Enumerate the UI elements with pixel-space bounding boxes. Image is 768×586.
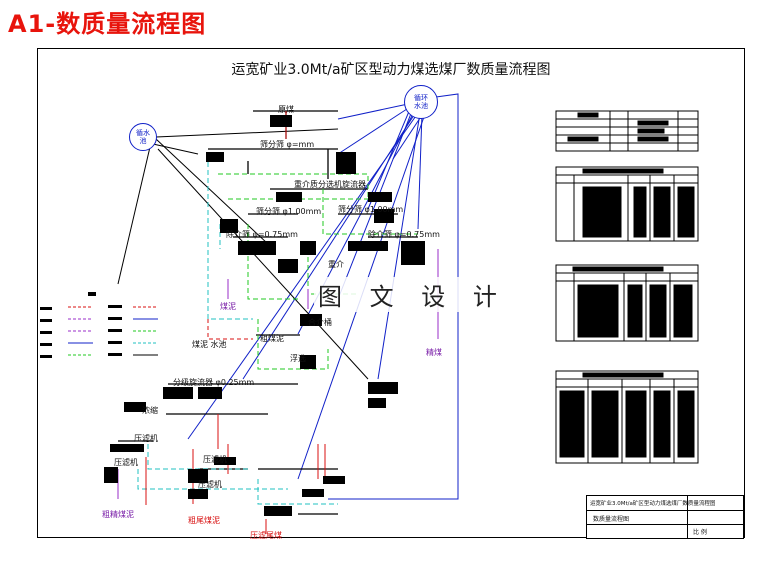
label-dry-a: 压滤机 <box>134 434 158 443</box>
circ-water-pool-left: 循水 池 <box>129 123 157 151</box>
output-coarse-tail-slime: 粗尾煤泥 <box>188 516 220 525</box>
title-block: 运宽矿业3.0Mt/a矿区型动力煤选煤厂数质量流程图 数质量流程图 比 例 <box>586 495 744 539</box>
label-pipe-b: 分级旋流器 φ0.25mm <box>173 378 255 387</box>
title-block-name: 运宽矿业3.0Mt/a矿区型动力煤选煤厂数质量流程图 <box>590 501 716 507</box>
data-table-2 <box>555 166 699 242</box>
watermark: 图 文 设 计 <box>314 277 511 312</box>
label-dry-d: 压滤机 <box>198 480 222 489</box>
legend <box>40 292 158 358</box>
label-slime: 煤泥 <box>220 302 236 311</box>
label-dry-b: 压滤机 <box>114 458 138 467</box>
label-float-a: 粗煤泥 <box>260 334 284 343</box>
drawing-frame: 运宽矿业3.0Mt/a矿区型动力煤选煤厂数质量流程图 <box>37 48 745 540</box>
output-filter-tail: 压滤尾煤 <box>250 531 282 540</box>
data-table-4 <box>555 370 699 464</box>
title-block-sub: 数质量流程图 <box>593 516 630 523</box>
data-table-3 <box>555 264 699 342</box>
legend-header <box>88 292 96 296</box>
blue-line <box>337 110 413 300</box>
drawing-title: 运宽矿业3.0Mt/a矿区型动力煤选煤厂数质量流程图 <box>231 62 551 78</box>
process-structure <box>118 110 418 515</box>
label-dense: 重介 <box>328 260 344 269</box>
output-coarse-clean-slime: 粗精煤泥 <box>102 510 134 519</box>
label-tank: 浓缩 <box>142 406 158 415</box>
blue-line <box>337 106 411 155</box>
label-screen-d: 除介筛 φ=0.75mm <box>226 230 298 239</box>
label-sort-a: 重介质分选机旋流器 <box>294 180 366 189</box>
black-line <box>157 148 369 380</box>
label-screen-e: 除介筛 φ=0.75mm <box>368 230 440 239</box>
label-screen-a: 筛分筛 φ=mm <box>260 140 315 149</box>
label-mix-b: 浮选 <box>290 354 306 363</box>
blue-line <box>337 103 409 120</box>
blue-line <box>392 111 425 160</box>
annotation-blocks <box>104 115 425 516</box>
title-block-scale: 比 例 <box>693 529 707 536</box>
black-line <box>155 138 269 245</box>
black-line <box>152 143 199 155</box>
blue-line <box>187 112 419 440</box>
label-dry-c: 压滤机 <box>203 455 227 464</box>
label-mix-a: 合介桶 <box>308 318 332 327</box>
label-raw-coal: 原煤 <box>278 105 294 114</box>
black-lines <box>117 128 369 380</box>
data-table-1 <box>555 110 699 152</box>
label-screen-c: 筛分筛 φ1.00mm <box>338 205 404 214</box>
page-header-title: A1-数质量流程图 <box>8 10 207 38</box>
label-pipe-a: 煤泥 水池 <box>192 340 227 349</box>
black-line <box>155 128 339 138</box>
black-line <box>117 146 151 285</box>
blue-line <box>417 112 423 230</box>
flowchart-canvas <box>40 93 699 534</box>
label-screen-b: 筛分筛 φ1.00mm <box>256 207 322 216</box>
circ-water-pool-top: 循环 水池 <box>404 85 438 119</box>
output-clean-coal: 精煤 <box>426 348 442 357</box>
blue-line <box>377 112 421 380</box>
legend-swatch <box>40 307 52 310</box>
